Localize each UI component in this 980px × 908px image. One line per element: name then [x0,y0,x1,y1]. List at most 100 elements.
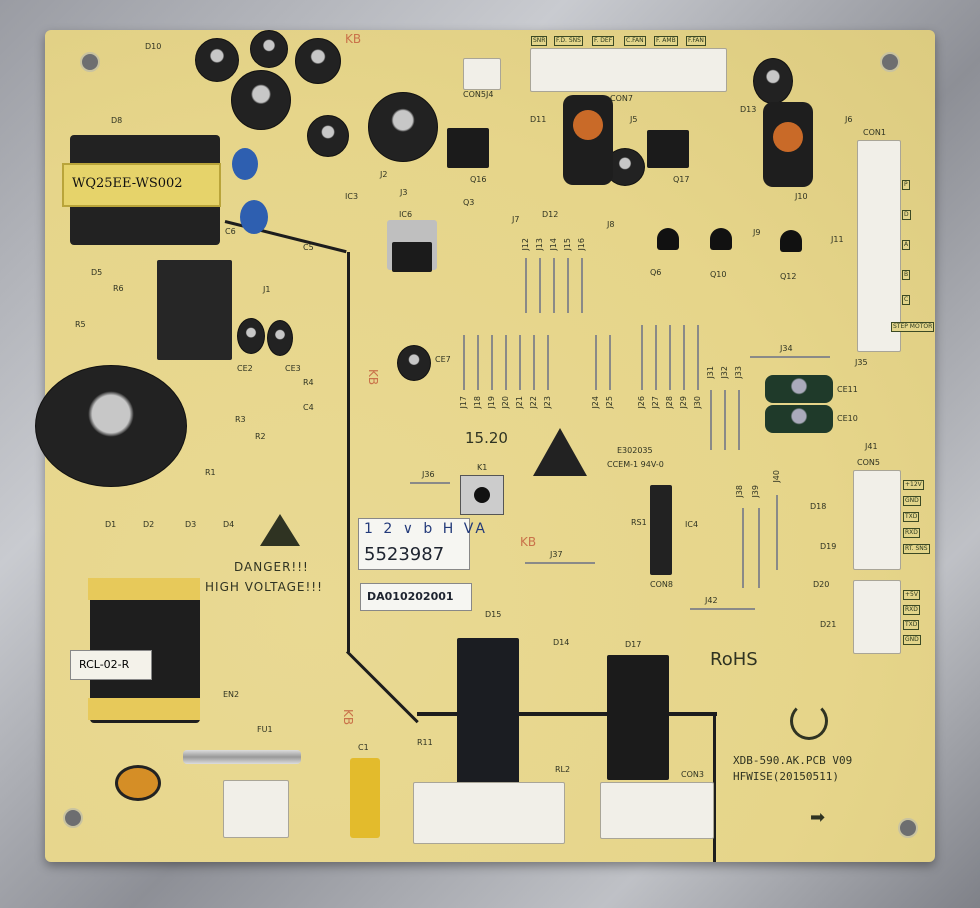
ref-label: J23 [543,396,552,409]
ref-label: J15 [563,238,572,251]
ref-label: IC3 [345,192,359,201]
ref-label: J41 [865,442,878,451]
transistor [657,228,679,250]
electrolytic-capacitor [295,38,341,84]
wire-jumper [595,335,597,390]
small-connector[interactable] [463,58,501,90]
ref-label: D2 [143,520,155,529]
ref-label: J19 [487,396,496,409]
ref-label: D14 [553,638,570,647]
ref-label: J24 [591,396,600,409]
ul-rating: CCEM-1 94V-0 [607,460,664,469]
pin-label: F. AMB [654,36,678,46]
electrolytic-capacitor [307,115,349,157]
ref-label: EN2 [223,690,240,699]
con6-connector[interactable] [853,580,901,654]
ref-label: CON5 [857,458,880,467]
tactile-switch[interactable] [460,475,504,515]
step-motor-connector[interactable] [857,140,901,352]
electrolytic-capacitor [237,318,265,354]
relay-output-connector[interactable] [413,782,565,844]
electrolytic-capacitor [765,375,833,403]
ref-label: D5 [91,268,103,277]
transformer: WQ25EE-WS002 [62,135,221,245]
power-transistor [647,130,689,168]
ref-label: J31 [706,366,715,379]
wire-jumper [683,325,685,390]
mounting-hole [880,52,900,72]
inductor [563,95,613,185]
pin-label: C.FAN [624,36,646,46]
ref-label: J29 [679,396,688,409]
manufacturer-logo-icon [790,702,828,740]
high-voltage-text: HIGH VOLTAGE!!! [205,580,323,594]
top-connector[interactable] [530,48,727,92]
ref-label: J11 [831,235,844,244]
ref-label: C1 [358,743,369,752]
pin-label: P [902,180,910,190]
ref-label: J7 [512,215,520,224]
ref-label: J16 [577,238,586,251]
ref-label: R4 [303,378,314,387]
ref-label: C5 [303,243,314,252]
pin-label: D [902,210,911,220]
ref-label: CON7 [610,94,633,103]
ref-label: Q10 [710,270,727,279]
wire-jumper [669,325,671,390]
ref-label: Q17 [673,175,690,184]
ref-label: RL2 [555,765,571,774]
wire-jumper [477,335,479,390]
ref-label: R11 [417,738,433,747]
ref-label: J21 [515,396,524,409]
programming-header[interactable] [650,485,672,575]
ref-label: D20 [813,580,830,589]
pcb-trace [417,712,717,716]
arrow-right-icon: ➡ [810,807,826,828]
wire-jumper [697,325,699,390]
ref-label: Q6 [650,268,662,277]
ref-label: J20 [501,396,510,409]
pin-label: TXD [903,512,920,522]
transistor [780,230,802,252]
mounting-hole [898,818,918,838]
pin-label: A [902,240,911,250]
ref-label: IC6 [399,210,413,219]
electrolytic-capacitor [397,345,431,381]
wire-jumper [533,335,535,390]
con5-connector[interactable] [853,470,901,570]
ref-label: D3 [185,520,197,529]
con3-connector[interactable] [600,782,714,839]
pin-label: RXD [903,528,920,538]
power-input-connector[interactable] [223,780,289,838]
ref-label: CE10 [837,414,858,423]
ref-label: J37 [550,550,563,559]
wire-jumper [609,335,611,390]
wire-jumper [724,390,726,450]
ref-label: J17 [459,396,468,409]
ref-label: J25 [605,396,614,409]
wire-jumper [519,335,521,390]
pcb-trace [713,712,716,862]
ref-label: CE7 [435,355,451,364]
wire-jumper [581,258,583,313]
ref-label: J8 [607,220,615,229]
wire-jumper [410,482,450,484]
pin-label: F.FAN [686,36,706,46]
ref-label: CON8 [650,580,673,589]
x-capacitor [350,758,380,838]
board-model: XDB-590.AK.PCB V09 [733,754,853,767]
ul-mark: E302035 [617,446,653,455]
electrolytic-capacitor [753,58,793,104]
ref-label: D10 [145,42,162,51]
electrolytic-capacitor [195,38,239,82]
ref-label: J38 [735,485,744,498]
ref-label: CE2 [237,364,253,373]
ref-label: J42 [705,596,718,605]
ref-label: J33 [734,366,743,379]
transformer-label-tape: WQ25EE-WS002 [62,163,221,207]
ref-label: Q12 [780,272,797,281]
handwritten-code: 1 2 ∨ b H VA [364,521,488,537]
ref-label: Q16 [470,175,487,184]
part-number-sticker: DA010202001 [360,583,472,611]
pin-label: STEP MOTOR [891,322,935,332]
